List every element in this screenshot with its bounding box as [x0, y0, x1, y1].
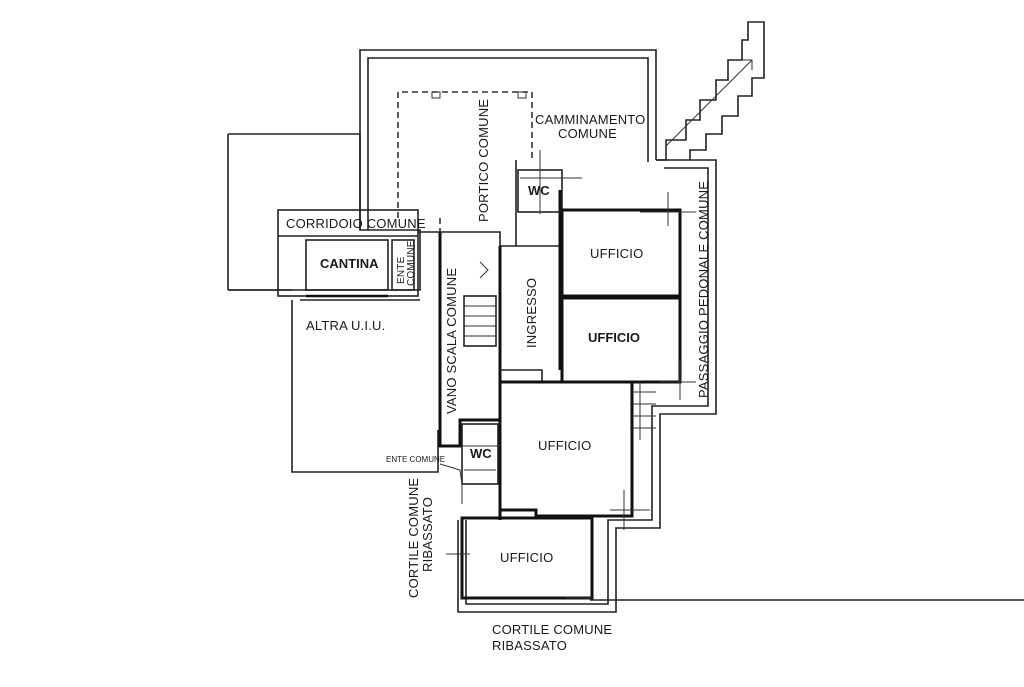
- label-ufficio-4: UFFICIO: [500, 550, 553, 565]
- label-ente-comune-small: ENTE COMUNE: [386, 455, 445, 464]
- label-ufficio-2: UFFICIO: [588, 330, 640, 345]
- label-passaggio: PASSAGGIO PEDONALE COMUNE: [696, 181, 711, 398]
- label-ente-comune-v1: ENTE: [396, 256, 407, 284]
- label-cantina: CANTINA: [320, 256, 379, 271]
- cantina-block: [277, 209, 440, 301]
- label-ufficio-1: UFFICIO: [590, 246, 643, 261]
- label-cortile-bottom-2: RIBASSATO: [492, 638, 567, 653]
- external-stair: [656, 21, 765, 161]
- label-cortile-bottom-1: CORTILE COMUNE: [492, 622, 612, 637]
- label-portico: PORTICO COMUNE: [476, 99, 491, 222]
- label-ingresso: INGRESSO: [524, 278, 539, 348]
- label-altra-uiu: ALTRA U.I.U.: [306, 318, 385, 333]
- portico-outline: [397, 91, 533, 232]
- label-vano-scala: VANO SCALA COMUNE: [444, 268, 459, 414]
- label-ente-comune-v2: COMUNE: [406, 240, 417, 286]
- label-wc-top: WC: [528, 183, 550, 198]
- main-building-walls: [438, 150, 696, 600]
- label-camminamento-1: CAMMINAMENTO: [535, 112, 646, 127]
- label-ufficio-3: UFFICIO: [538, 438, 591, 453]
- label-wc-bottom: WC: [470, 446, 492, 461]
- room-labels: CAMMINAMENTO COMUNE PORTICO COMUNE WC CO…: [286, 99, 711, 653]
- outer-boundary: [359, 49, 717, 613]
- label-camminamento-2: COMUNE: [558, 126, 617, 141]
- neighbour-building-outline: [227, 133, 439, 473]
- label-cortile-left-2: RIBASSATO: [420, 497, 435, 572]
- label-corridoio: CORRIDOIO COMUNE: [286, 216, 426, 231]
- ente-comune-leader: [439, 463, 463, 485]
- label-cortile-left-1: CORTILE COMUNE: [406, 478, 421, 598]
